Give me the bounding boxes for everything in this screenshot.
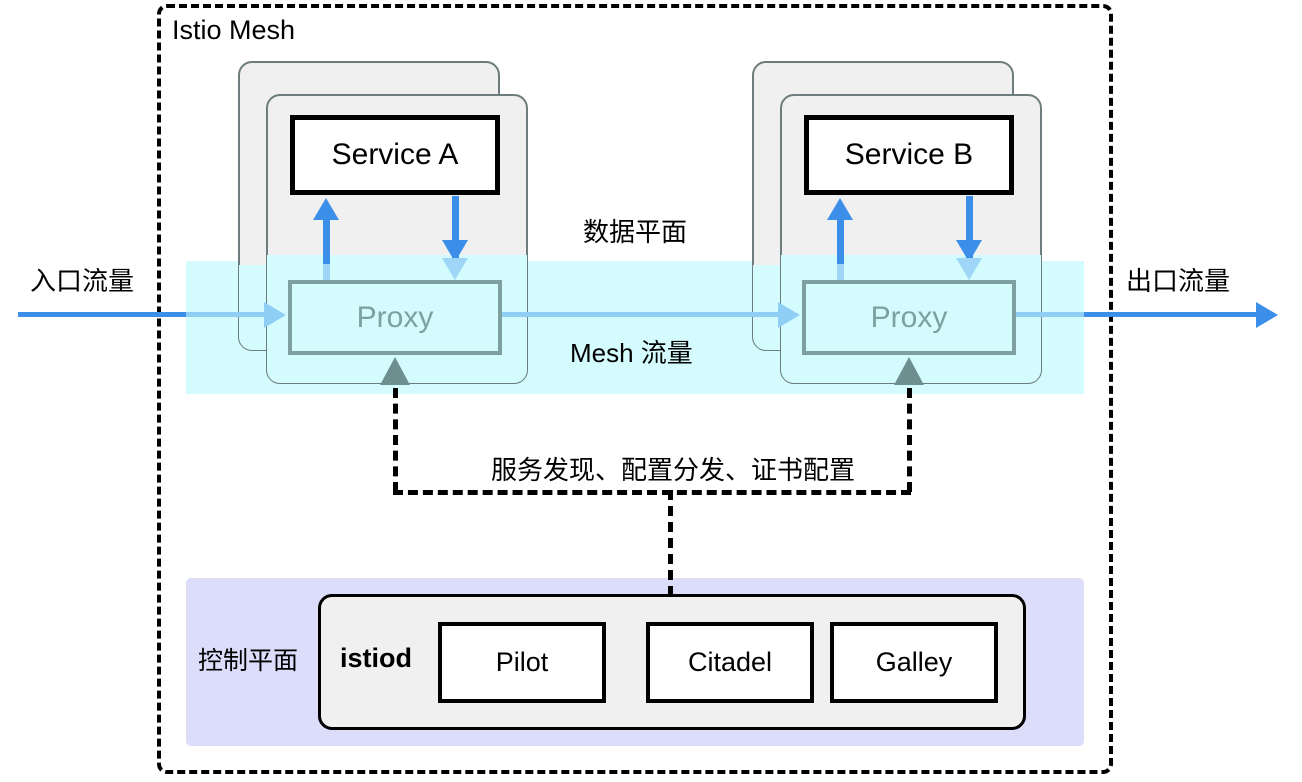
egress-arrowhead-icon: [1256, 302, 1278, 328]
pod-a-downflow-line: [452, 196, 459, 258]
mesh-traffic-arrowhead-icon: [778, 302, 800, 328]
pod-a-upflow-arrowhead-icon: [313, 198, 339, 220]
egress-traffic-line-pale: [1016, 312, 1084, 317]
proxy-a-config-arrowhead-icon: [380, 357, 410, 385]
service-b-box[interactable]: Service B: [804, 115, 1014, 195]
ingress-traffic-label: 入口流量: [30, 266, 135, 296]
pod-a-downflow-arrowhead-icon: [442, 240, 468, 262]
pod-a-downflow-arrowhead-pale-icon: [442, 258, 468, 280]
mesh-traffic-label: Mesh 流量: [570, 338, 693, 368]
pod-b-upflow-arrowhead-icon: [827, 198, 853, 220]
proxy-a-config-dashed-line: [393, 388, 398, 492]
ingress-arrowhead-icon: [264, 302, 286, 328]
ingress-traffic-line: [18, 312, 188, 317]
egress-traffic-label: 出口流量: [1126, 266, 1231, 296]
control-plane-label: 控制平面: [198, 647, 299, 675]
config-connector-label: 服务发现、配置分发、证书配置: [487, 455, 860, 485]
pod-b-downflow-arrowhead-icon: [956, 240, 982, 262]
data-plane-label: 数据平面: [583, 217, 688, 247]
istiod-config-dashed-line: [668, 490, 673, 596]
proxy-a-box[interactable]: Proxy: [288, 280, 502, 355]
mesh-traffic-line: [502, 312, 782, 317]
istiod-label: istiod: [340, 643, 412, 673]
pod-b-downflow-line: [966, 196, 973, 258]
pod-b-downflow-arrowhead-pale-icon: [956, 258, 982, 280]
control-plane-component-galley[interactable]: Galley: [830, 622, 998, 703]
istio-mesh-boundary: [157, 4, 1113, 774]
proxy-b-config-arrowhead-icon: [894, 357, 924, 385]
istio-mesh-title: Istio Mesh: [172, 15, 296, 45]
service-a-box[interactable]: Service A: [290, 115, 500, 195]
pod-a-upflow-line: [323, 218, 330, 264]
proxy-b-config-dashed-line: [907, 388, 912, 492]
control-plane-component-pilot[interactable]: Pilot: [438, 622, 606, 703]
ingress-traffic-line-pale: [186, 312, 268, 317]
proxy-b-box[interactable]: Proxy: [802, 280, 1016, 355]
egress-traffic-line: [1084, 312, 1260, 317]
control-plane-component-citadel[interactable]: Citadel: [646, 622, 814, 703]
config-dashed-bus: [393, 490, 911, 495]
pod-b-upflow-line: [837, 218, 844, 264]
